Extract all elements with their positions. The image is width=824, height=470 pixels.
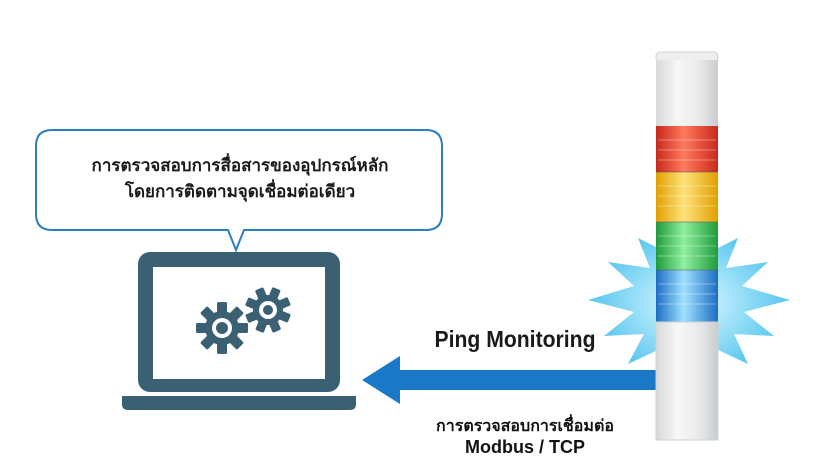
speech-bubble	[35, 129, 443, 253]
modbus-check-label: การตรวจสอบการเชื่อมต่อ	[436, 416, 614, 435]
signal-tower-light	[655, 51, 719, 441]
gears-icon	[196, 287, 291, 354]
ping-arrow	[362, 356, 658, 404]
bubble-line-1: การตรวจสอบการสื่อสารของอุปกรณ์หลัก	[91, 156, 389, 176]
ping-monitoring-label: Ping Monitoring	[434, 326, 596, 352]
bubble-line-2: โดยการติดตามจุดเชื่อมต่อเดียว	[124, 182, 356, 202]
modbus-tcp-label: Modbus / TCP	[465, 437, 585, 457]
laptop-icon	[122, 252, 356, 410]
